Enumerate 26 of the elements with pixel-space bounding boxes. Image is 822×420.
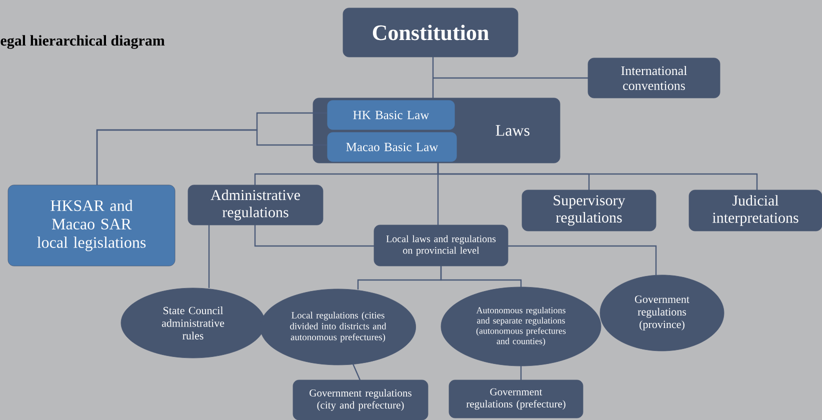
box-node: Government regulations (city and prefecture) [292, 380, 428, 420]
title: egal hierarchical diagram [0, 35, 165, 49]
box-node: Supervisory regulations [522, 190, 656, 232]
connector-line [96, 129, 327, 185]
connector-line [440, 266, 522, 287]
connector-line [437, 163, 758, 190]
box-node: Administrative regulations [188, 184, 324, 226]
box-node: HK Basic Law [326, 100, 456, 130]
connector-line [520, 366, 522, 380]
ellipse-node: Autonomous regulations and separate regulations (autonomous prefectures and counties) [440, 286, 602, 366]
box-node: Local laws and regulations on provincial level [374, 224, 508, 266]
connector-line [208, 225, 210, 288]
ellipse-node: Government regulations (province) [600, 274, 724, 352]
box-node: Judicial interpretations [688, 190, 822, 232]
box-node: Government regulations (prefecture) [448, 380, 584, 418]
ellipse-node: Local regulations (cities divided into districts and autonomous prefectures) [260, 288, 416, 366]
connector-line [352, 364, 361, 380]
box-node: International conventions [588, 58, 720, 98]
connector-line [433, 77, 588, 79]
connector-line [508, 245, 657, 276]
connector-line [432, 57, 434, 98]
box-node: Constitution [342, 8, 518, 58]
connector-line [254, 225, 374, 247]
ellipse-node: State Council administrative rules [120, 288, 266, 358]
box-node: HKSAR and Macao SAR local legislations [8, 184, 176, 266]
box-node: Macao Basic Law [326, 132, 458, 162]
